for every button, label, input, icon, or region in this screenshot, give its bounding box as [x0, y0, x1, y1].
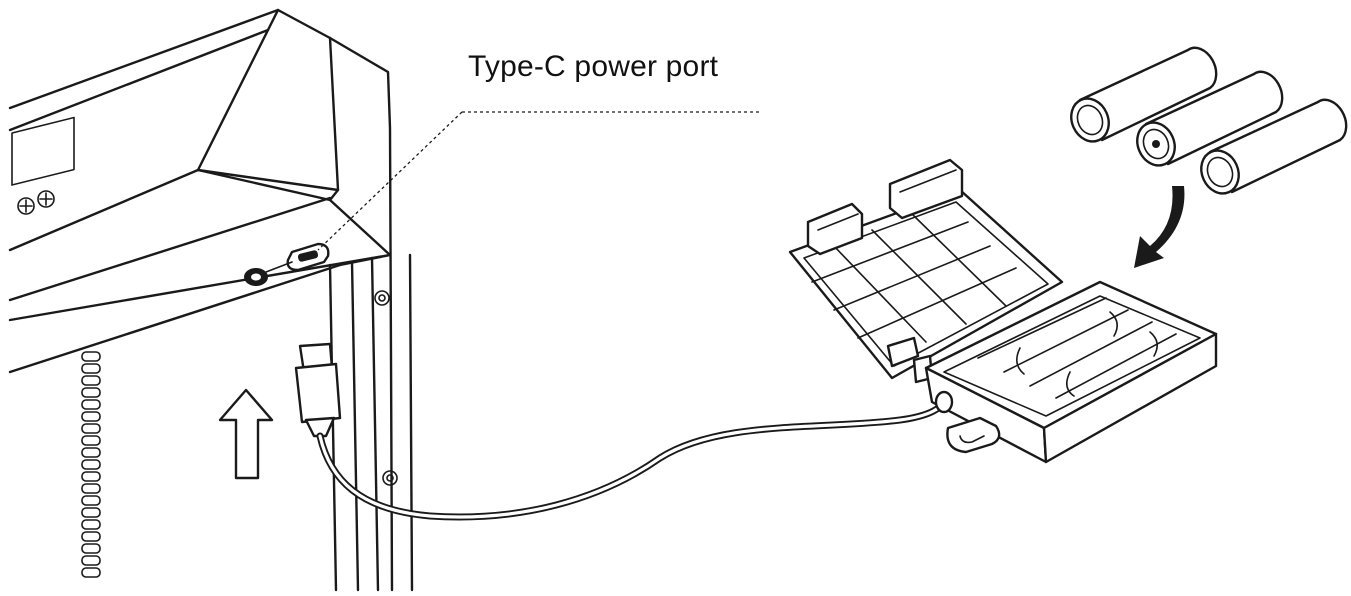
device-body: [8, 8, 414, 592]
battery-box: [788, 158, 1218, 464]
batteries: [1070, 46, 1348, 195]
battery-3: [1200, 98, 1348, 195]
control-buttons: [17, 190, 55, 215]
battery-1: [1070, 46, 1218, 143]
usb-cable: [294, 342, 952, 521]
type-c-port: [244, 242, 330, 286]
curved-arrow-icon: [1134, 186, 1185, 268]
vent-holes: [81, 351, 101, 578]
type-c-power-port-label: Type-C power port: [468, 50, 719, 83]
callout-leader: [317, 111, 760, 251]
up-arrow-icon: [218, 388, 274, 480]
battery-2: [1136, 70, 1284, 167]
